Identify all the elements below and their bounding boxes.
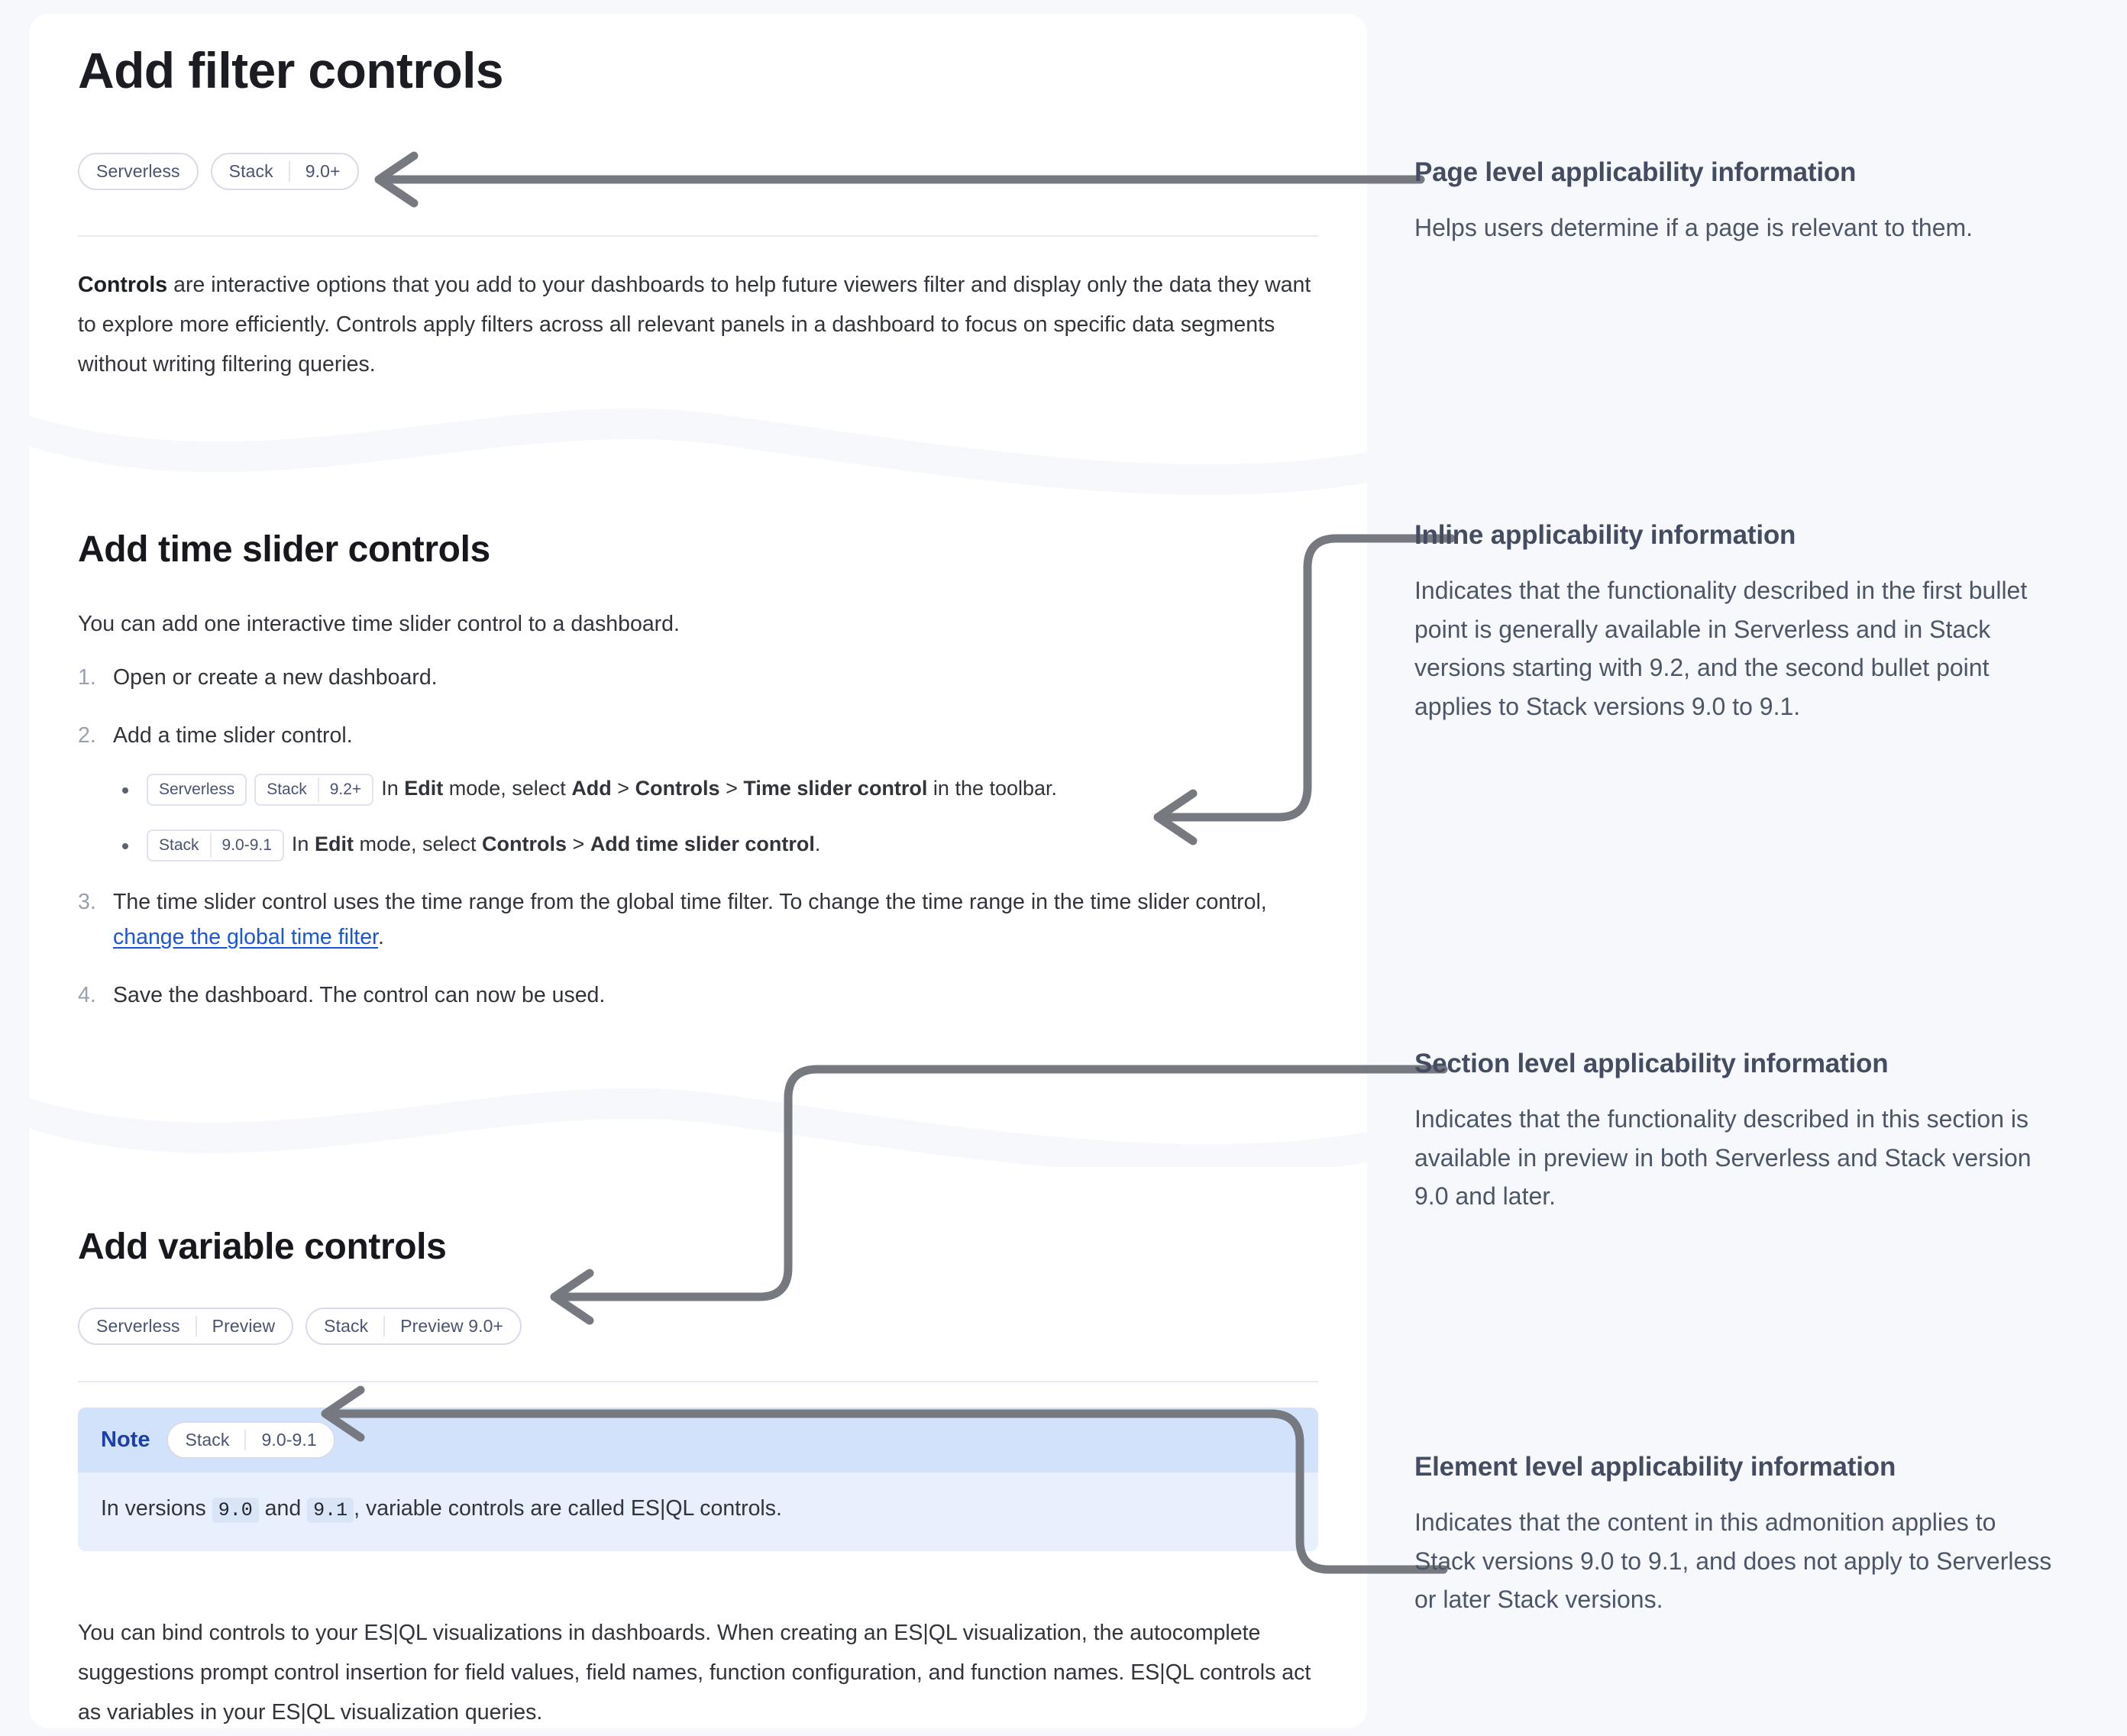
inline-applicability-badge[interactable]: Stack 9.2+ [254, 774, 374, 807]
global-time-filter-link[interactable]: change the global time filter [113, 925, 378, 950]
annotation-title: Section level applicability information [1414, 1049, 1889, 1078]
badge-segment: 9.0+ [288, 161, 356, 182]
ui-path-term: Edit [314, 832, 354, 856]
applicability-badge[interactable]: Stack Preview 9.0+ [305, 1308, 522, 1345]
inline-applicability-badge[interactable]: Serverless [147, 774, 247, 807]
applicability-badge[interactable]: Serverless [78, 153, 199, 190]
intro-rest-text: are interactive options that you add to … [78, 273, 1311, 377]
ui-path-term: Add time slider control [590, 832, 815, 856]
badge-segment: Stack [267, 781, 307, 799]
annotation-title: Page level applicability information [1414, 157, 1857, 187]
annotation-title: Element level applicability information [1414, 1452, 1896, 1482]
annotation-body: Indicates that the content in this admon… [1414, 1508, 2052, 1614]
applicability-badge[interactable]: Stack 9.0-9.1 [166, 1421, 335, 1459]
badge-segment: Stack [228, 161, 273, 181]
ui-path-term: Add [571, 777, 612, 800]
note-label: Note [101, 1427, 150, 1452]
step-item: Save the dashboard. The control can now … [78, 978, 606, 1013]
applicability-badge[interactable]: Stack 9.0+ [210, 153, 359, 190]
applicability-badge[interactable]: Serverless Preview [78, 1308, 294, 1345]
ui-path-term: Time slider control [743, 777, 928, 800]
note-admonition: Note Stack 9.0-9.1 In versions 9.0 and 9.… [78, 1408, 1318, 1551]
badge-segment: 9.2+ [317, 777, 372, 802]
step-item: The time slider control uses the time ra… [78, 884, 1267, 950]
badge-segment: Stack [159, 836, 199, 855]
annotation-body: Indicates that the functionality describ… [1414, 577, 2028, 720]
annotation-body: Helps users determine if a page is relev… [1414, 214, 1973, 241]
annotation-inline-level: Inline applicability information Indicat… [1414, 519, 2056, 726]
time-slider-intro: You can add one interactive time slider … [78, 612, 680, 636]
badge-segment: Preview 9.0+ [383, 1316, 519, 1337]
ui-path-term: Controls [482, 832, 567, 856]
annotation-body: Indicates that the functionality describ… [1414, 1105, 2032, 1211]
badge-segment: Stack [324, 1316, 369, 1336]
annotation-section-level: Section level applicability information … [1414, 1048, 2056, 1216]
page-applicability-badges: Serverless Stack 9.0+ [78, 153, 1318, 190]
step-item: Open or create a new dashboard. [78, 660, 438, 695]
section-applicability-badges: Serverless Preview Stack Preview 9.0+ [78, 1308, 1318, 1345]
note-applicability-badges: Stack 9.0-9.1 [166, 1421, 335, 1459]
badge-segment: 9.0-9.1 [209, 833, 283, 858]
annotation-title: Inline applicability information [1414, 520, 1796, 550]
badge-segment: Serverless [96, 1316, 180, 1336]
note-header: Note Stack 9.0-9.1 [78, 1408, 1318, 1473]
intro-paragraph: Controls are interactive options that yo… [78, 266, 1318, 385]
title-divider [78, 235, 1318, 237]
badge-segment: Stack [185, 1430, 230, 1450]
badge-segment: 9.0-9.1 [244, 1430, 331, 1450]
inline-applicability-badge[interactable]: Stack 9.0-9.1 [147, 829, 284, 862]
badge-segment: Preview [195, 1316, 291, 1337]
ui-path-term: Edit [404, 777, 444, 800]
variable-body-paragraph: You can bind controls to your ES|QL visu… [78, 1621, 1311, 1725]
inline-code-chip: 9.1 [307, 1498, 354, 1523]
badge-segment: Serverless [159, 781, 235, 799]
variable-section-title: Add variable controls [78, 1227, 447, 1267]
time-slider-section-card: Add time slider controls You can add one… [29, 438, 1367, 1107]
annotation-page-level: Page level applicability information Hel… [1414, 157, 2056, 247]
time-slider-section-title: Add time slider controls [78, 529, 490, 570]
annotation-element-level: Element level applicability information … [1414, 1451, 2056, 1619]
intro-lead-term: Controls [78, 273, 168, 297]
time-slider-steps-list: Open or create a new dashboard. Add a tim… [78, 660, 1318, 1013]
page-title: Add filter controls [78, 42, 504, 99]
note-body-text: In versions 9.0 and 9.1, variable contro… [101, 1496, 782, 1523]
section-divider [78, 1381, 1318, 1382]
ui-path-term: Controls [635, 777, 720, 800]
inline-code-chip: 9.0 [212, 1498, 259, 1523]
badge-segment: Serverless [96, 161, 180, 181]
